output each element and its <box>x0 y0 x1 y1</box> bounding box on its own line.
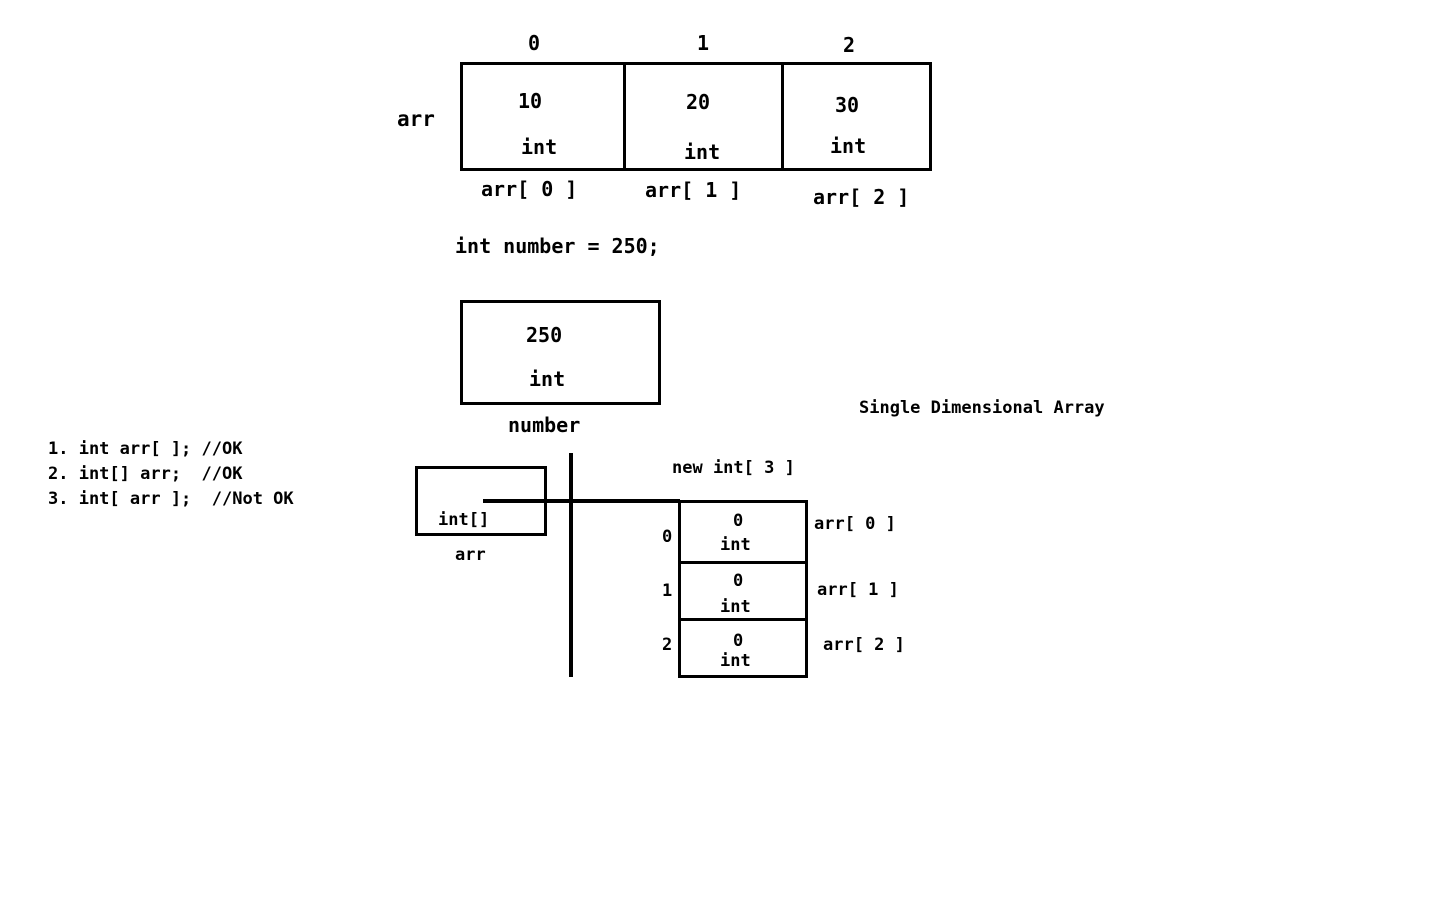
cell-type: int <box>684 140 721 164</box>
cell-type: int <box>521 135 558 159</box>
syntax-item-2: 2. int[] arr; //OK <box>48 464 243 484</box>
heap-index-1: 1 <box>662 581 673 601</box>
number-type: int <box>529 367 566 391</box>
diagram-title: Single Dimensional Array <box>859 398 1105 418</box>
heap-cell-type: int <box>720 651 751 671</box>
heap-index-2: 2 <box>662 635 673 655</box>
reference-variable-label: arr <box>455 545 486 565</box>
element-label-1: arr[ 1 ] <box>645 178 742 202</box>
index-label-1: 1 <box>697 31 710 55</box>
cell-value: 10 <box>518 89 543 113</box>
reference-type: int[] <box>438 510 490 530</box>
array-cell-1: 20 int <box>623 62 784 171</box>
array-cell-2: 30 int <box>781 62 932 171</box>
number-variable-label: number <box>508 413 581 437</box>
array-cell-0: 10 int <box>460 62 626 171</box>
cell-type: int <box>830 134 867 158</box>
element-label-2: arr[ 2 ] <box>813 185 910 209</box>
new-array-expression: new int[ 3 ] <box>672 458 795 478</box>
heap-cell-type: int <box>720 597 751 617</box>
number-box: 250 int <box>460 300 661 405</box>
heap-cell-1: 0 int <box>678 561 808 621</box>
heap-element-label-1: arr[ 1 ] <box>817 580 899 600</box>
stack-heap-divider <box>569 453 573 677</box>
heap-cell-value: 0 <box>733 571 744 591</box>
heap-cell-type: int <box>720 535 751 555</box>
cell-value: 20 <box>686 90 711 114</box>
syntax-item-3: 3. int[ arr ]; //Not OK <box>48 489 294 509</box>
heap-element-label-0: arr[ 0 ] <box>814 514 896 534</box>
syntax-item-1: 1. int arr[ ]; //OK <box>48 439 243 459</box>
heap-cell-value: 0 <box>733 631 744 651</box>
heap-cell-0: 0 int <box>678 500 808 564</box>
heap-cell-value: 0 <box>733 511 744 531</box>
number-value: 250 <box>526 323 563 347</box>
declaration-statement: int number = 250; <box>455 234 660 258</box>
cell-value: 30 <box>835 93 860 117</box>
heap-cell-2: 0 int <box>678 618 808 678</box>
index-label-0: 0 <box>528 31 541 55</box>
reference-pointer-line <box>483 499 680 503</box>
heap-element-label-2: arr[ 2 ] <box>823 635 905 655</box>
index-label-2: 2 <box>843 33 856 57</box>
array-variable-name: arr <box>397 107 435 131</box>
element-label-0: arr[ 0 ] <box>481 177 578 201</box>
heap-index-0: 0 <box>662 527 673 547</box>
